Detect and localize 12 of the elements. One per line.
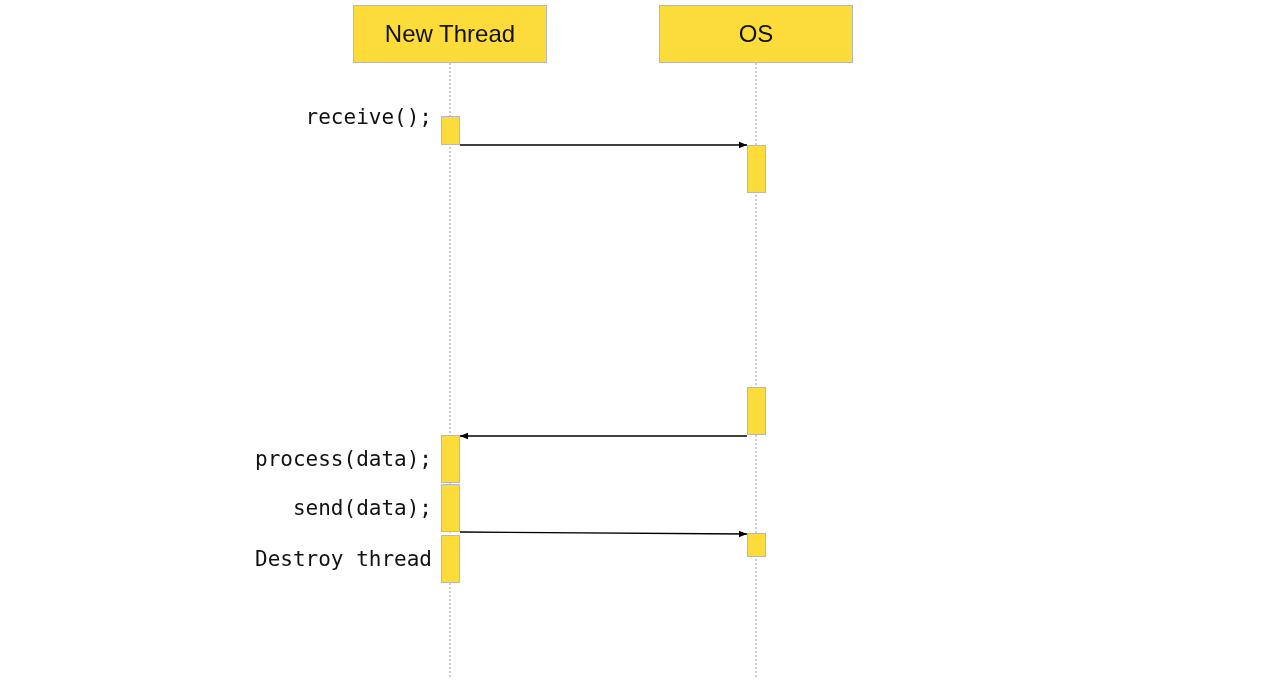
activation-bar (747, 145, 766, 193)
step-label: send(data); (292, 496, 432, 520)
step-label: Destroy thread (255, 547, 432, 571)
message-arrow (459, 530, 748, 538)
message-arrow (459, 432, 748, 440)
lifeline-header: OS (659, 5, 853, 63)
step-label: receive(); (305, 105, 432, 129)
message-arrow (459, 141, 748, 149)
activation-bar (747, 533, 766, 557)
step-label: process(data); (255, 447, 432, 471)
activation-bar (747, 387, 766, 435)
lifeline-header: New Thread (353, 5, 547, 63)
